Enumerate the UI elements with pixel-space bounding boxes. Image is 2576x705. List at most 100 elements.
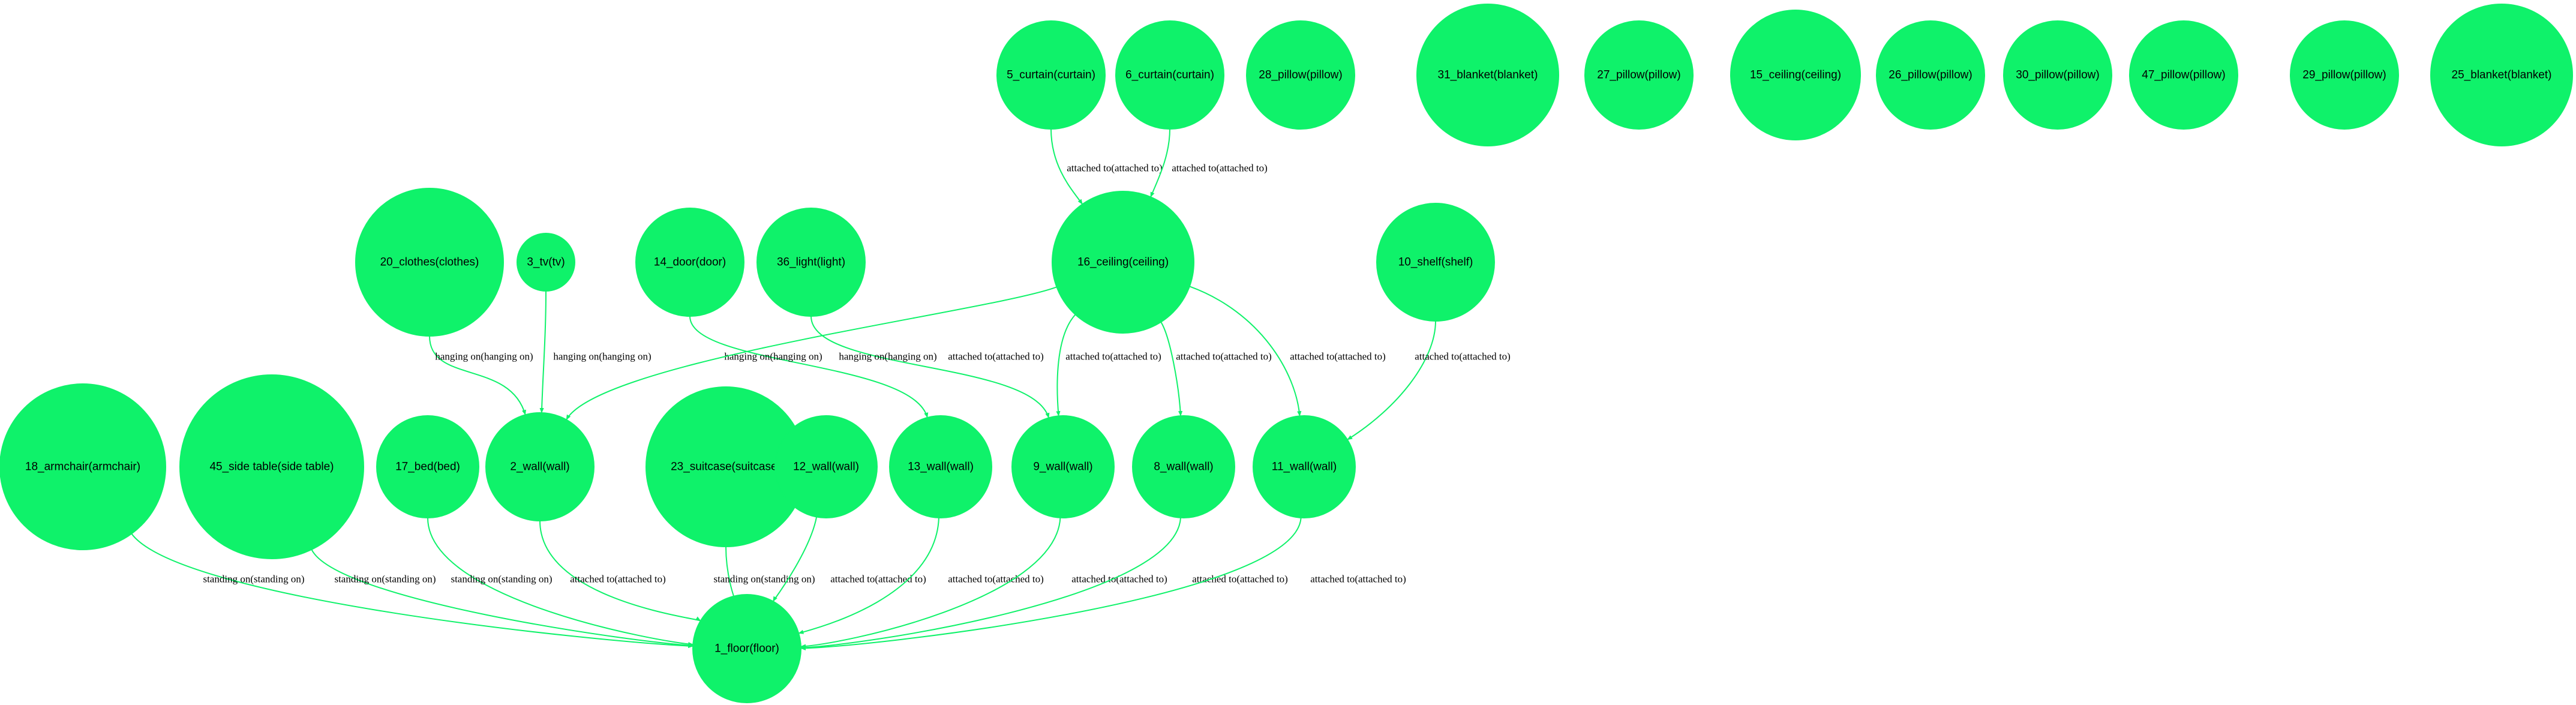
edge-line [1189, 286, 1302, 417]
node-label: 25_blanket(blanket) [2452, 69, 2552, 82]
node-n17: 17_bed(bed) [376, 415, 479, 518]
node-label: 15_ceiling(ceiling) [1750, 69, 1841, 82]
edge-n11-to-n1: attached to(attached to) [800, 517, 1406, 651]
edge-label: standing on(standing on) [713, 574, 815, 585]
edge-label: attached to(attached to) [1415, 351, 1511, 362]
node-n3: 3_tv(tv) [517, 233, 575, 292]
edge-n23-to-n1: standing on(standing on) [713, 546, 815, 602]
node-label: 30_pillow(pillow) [2016, 69, 2099, 82]
node-n29: 29_pillow(pillow) [2290, 20, 2399, 130]
node-n28: 28_pillow(pillow) [1246, 20, 1355, 130]
edge-n13-to-n1: attached to(attached to) [798, 517, 1044, 634]
node-n45: 45_side table(side table) [179, 374, 364, 559]
edge-n16-to-n2: attached to(attached to) [566, 286, 1057, 421]
edge-line [131, 533, 693, 649]
edge-line [1050, 128, 1083, 205]
node-circle [1584, 20, 1694, 130]
node-n8: 8_wall(wall) [1132, 415, 1235, 518]
node-circle [2129, 20, 2238, 130]
node-n18: 18_armchair(armchair) [0, 383, 166, 550]
node-label: 18_armchair(armchair) [25, 461, 140, 473]
edge-n9-to-n1: attached to(attached to) [800, 517, 1167, 649]
node-label: 36_light(light) [777, 256, 845, 269]
edge-label: attached to(attached to) [948, 574, 1044, 585]
node-label: 12_wall(wall) [793, 461, 859, 473]
edge-label: standing on(standing on) [203, 574, 304, 585]
node-n9: 9_wall(wall) [1011, 415, 1115, 518]
node-circle [1132, 415, 1235, 518]
edge-line [1056, 314, 1076, 417]
edge-label: attached to(attached to) [948, 351, 1044, 362]
node-label: 5_curtain(curtain) [1007, 69, 1095, 82]
node-circle [1011, 415, 1115, 518]
node-circle [1052, 191, 1194, 334]
node-n31: 31_blanket(blanket) [1416, 4, 1559, 146]
edge-label: hanging on(hanging on) [839, 351, 936, 362]
edge-n16-to-n9: attached to(attached to) [1056, 314, 1161, 417]
node-label: 14_door(door) [654, 256, 726, 269]
edge-label: attached to(attached to) [1172, 163, 1268, 174]
edge-line [689, 316, 929, 418]
edge-n14-to-n13: hanging on(hanging on) [689, 316, 929, 418]
node-n30: 30_pillow(pillow) [2003, 20, 2112, 130]
edge-line [429, 335, 526, 416]
node-label: 20_clothes(clothes) [380, 256, 479, 269]
edge-line [427, 517, 694, 647]
node-label: 31_blanket(blanket) [1438, 69, 1538, 82]
node-label: 16_ceiling(ceiling) [1077, 256, 1169, 269]
edges-layer: attached to(attached to)attached to(atta… [131, 128, 1511, 651]
node-n25: 25_blanket(blanket) [2430, 4, 2573, 146]
edge-n16-to-n11: attached to(attached to) [1189, 286, 1386, 417]
node-n23: 23_suitcase(suitcase) [645, 386, 806, 547]
node-n13: 13_wall(wall) [889, 415, 992, 518]
node-circle [2003, 20, 2112, 130]
edge-line [725, 546, 737, 602]
node-n1: 1_floor(floor) [692, 594, 801, 703]
edge-n5-to-n16: attached to(attached to) [1050, 128, 1163, 205]
edge-line [1160, 322, 1183, 417]
node-label: 1_floor(floor) [714, 643, 779, 655]
node-label: 6_curtain(curtain) [1125, 69, 1214, 82]
edge-n2-to-n1: attached to(attached to) [539, 520, 701, 622]
edge-label: attached to(attached to) [1192, 574, 1288, 585]
node-circle [692, 594, 801, 703]
edge-line [1347, 320, 1436, 440]
node-circle [179, 374, 364, 559]
node-n11: 11_wall(wall) [1253, 415, 1356, 518]
edge-line [539, 520, 701, 622]
node-n6: 6_curtain(curtain) [1115, 20, 1224, 130]
node-n12: 12_wall(wall) [774, 415, 878, 518]
edge-line [800, 517, 1061, 649]
node-circle [1730, 10, 1861, 140]
node-circle [1376, 203, 1495, 322]
edge-label: attached to(attached to) [570, 574, 666, 585]
edge-n16-to-n8: attached to(attached to) [1160, 322, 1272, 417]
node-label: 28_pillow(pillow) [1259, 69, 1342, 82]
edge-n12-to-n1: attached to(attached to) [772, 517, 926, 602]
edge-line [566, 286, 1057, 421]
edge-label: attached to(attached to) [1071, 574, 1167, 585]
edge-n45-to-n1: standing on(standing on) [311, 549, 694, 648]
node-label: 11_wall(wall) [1272, 461, 1337, 473]
node-circle [355, 188, 504, 337]
edge-label: hanging on(hanging on) [435, 351, 533, 362]
node-label: 9_wall(wall) [1033, 461, 1092, 473]
edge-line [800, 517, 1302, 651]
edge-line [798, 517, 939, 634]
edge-line [1150, 128, 1170, 198]
node-n36: 36_light(light) [756, 208, 866, 317]
node-circle [1253, 415, 1356, 518]
node-label: 8_wall(wall) [1154, 461, 1213, 473]
node-label: 26_pillow(pillow) [1889, 69, 1972, 82]
node-circle [2430, 4, 2573, 146]
node-n5: 5_curtain(curtain) [996, 20, 1106, 130]
node-label: 29_pillow(pillow) [2302, 69, 2386, 82]
node-circle [1246, 20, 1355, 130]
node-label: 17_bed(bed) [395, 461, 460, 473]
node-circle [0, 383, 166, 550]
edge-n6-to-n16: attached to(attached to) [1150, 128, 1268, 198]
node-circle [756, 208, 866, 317]
node-circle [996, 20, 1106, 130]
node-n15: 15_ceiling(ceiling) [1730, 10, 1861, 140]
